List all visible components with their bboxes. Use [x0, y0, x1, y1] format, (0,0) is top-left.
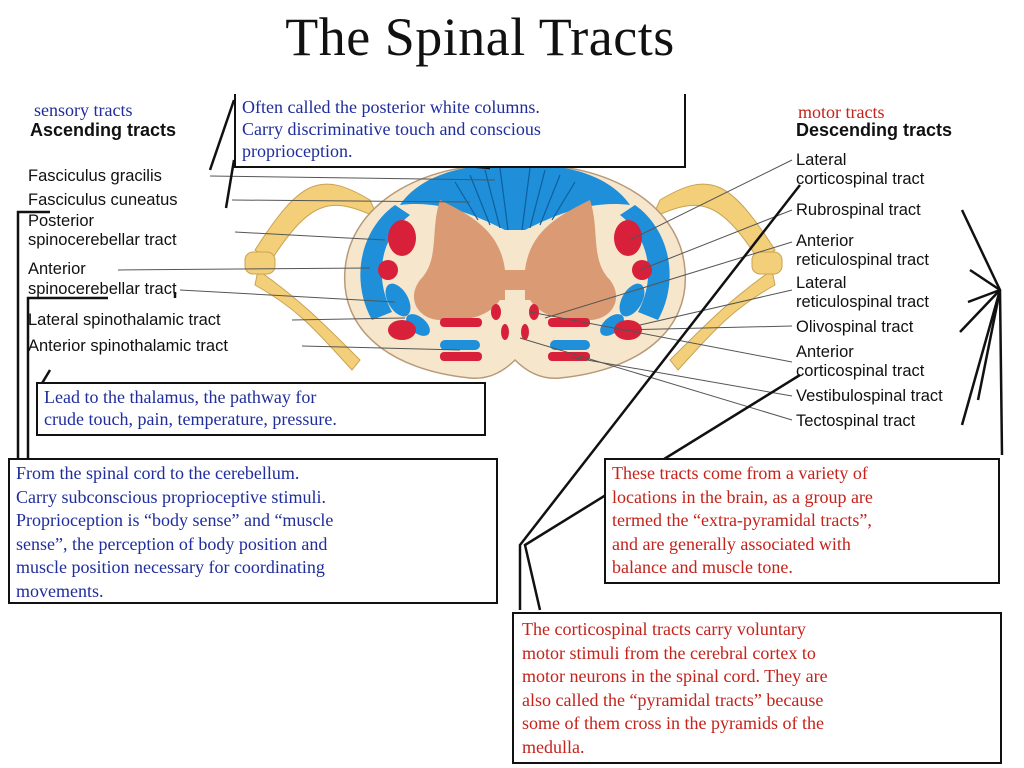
lateral-blue-tracts: [360, 205, 670, 350]
label-lateral-2: Lateral: [796, 274, 847, 292]
ascending-tracts-heading: Ascending tracts: [30, 120, 177, 140]
label-anterior-spinothalamic: Anterior spinothalamic tract: [28, 337, 228, 355]
note-corticospinal-line-6: medulla.: [522, 736, 585, 757]
label-fasciculus-gracilis: Fasciculus gracilis: [28, 167, 162, 185]
descending-tracts-heading: Descending tracts: [796, 120, 953, 140]
note-cerebellum-line-4: sense”, the perception of body position …: [16, 533, 328, 554]
gray-matter: [413, 200, 617, 321]
note-thalamus-line-1: Lead to the thalamus, the pathway for: [44, 387, 317, 407]
label-anterior-2: Anterior: [796, 343, 854, 361]
label-tectospinal: Tectospinal tract: [796, 412, 916, 430]
label-olivospinal: Olivospinal tract: [796, 318, 914, 336]
label-posterior-spinocerebellar: spinocerebellar tract: [28, 231, 177, 249]
note-extrapyramidal: These tracts come from a variety of loca…: [604, 458, 1000, 584]
note-corticospinal-line-2: motor stimuli from the cerebral cortex t…: [522, 642, 816, 663]
label-fasciculus-cuneatus: Fasciculus cuneatus: [28, 191, 178, 209]
note-corticospinal-line-4: also called the “pyramidal tracts” becau…: [522, 689, 824, 710]
label-anterior-1: Anterior: [796, 232, 854, 250]
note-posterior-line-1: Often called the posterior white columns…: [242, 97, 540, 117]
note-corticospinal: The corticospinal tracts carry voluntary…: [512, 612, 1002, 764]
right-leader-lines: [519, 159, 793, 421]
note-cerebellum-line-1: From the spinal cord to the cerebellum.: [16, 463, 300, 483]
label-anterior-reticulospinal: reticulospinal tract: [796, 251, 929, 269]
note-extrapyramidal-line-1: These tracts come from a variety of: [612, 463, 868, 483]
label-anterior-spinocerebellar: spinocerebellar tract: [28, 280, 177, 298]
note-cerebellum-line-6: movements.: [16, 580, 104, 601]
label-posterior: Posterior: [28, 212, 95, 230]
note-thalamus-line-2: crude touch, pain, temperature, pressure…: [44, 409, 337, 429]
note-cerebellum-line-5: muscle position necessary for coordinati…: [16, 557, 325, 577]
page-title: The Spinal Tracts: [285, 7, 675, 67]
note-cerebellum: From the spinal cord to the cerebellum. …: [8, 458, 498, 604]
note-extrapyramidal-line-5: balance and muscle tone.: [612, 557, 793, 577]
label-anterior: Anterior: [28, 260, 86, 278]
label-lateral-corticospinal: corticospinal tract: [796, 170, 925, 188]
note-posterior-line-2: Carry discriminative touch and conscious: [242, 119, 541, 139]
column-lines: [454, 167, 576, 231]
label-lateral-spinothalamic: Lateral spinothalamic tract: [28, 311, 221, 329]
note-corticospinal-line-5: some of them cross in the pyramids of th…: [522, 713, 824, 733]
note-posterior-line-3: proprioception.: [242, 141, 353, 161]
posterior-white-columns: [400, 165, 630, 230]
motor-tracts-label: motor tracts: [798, 102, 885, 122]
callout-connectors: [16, 99, 1004, 611]
note-thalamus: Lead to the thalamus, the pathway for cr…: [36, 382, 486, 436]
note-cerebellum-line-3: Proprioception is “body sense” and “musc…: [16, 510, 334, 530]
note-extrapyramidal-line-4: and are generally associated with: [612, 533, 851, 554]
label-lateral-1: Lateral: [796, 151, 847, 169]
note-corticospinal-line-1: The corticospinal tracts carry voluntary: [522, 619, 806, 639]
label-lateral-reticulospinal: reticulospinal tract: [796, 293, 929, 311]
note-corticospinal-line-3: motor neurons in the spinal cord. They a…: [522, 666, 828, 686]
note-posterior-columns: Often called the posterior white columns…: [234, 94, 686, 168]
label-vestibulospinal: Vestibulospinal tract: [796, 387, 943, 405]
note-cerebellum-line-2: Carry subconscious proprioceptive stimul…: [16, 486, 326, 507]
label-rubrospinal: Rubrospinal tract: [796, 201, 921, 219]
sensory-tracts-label: sensory tracts: [34, 100, 133, 120]
left-leader-lines: [117, 175, 496, 351]
note-extrapyramidal-line-3: termed the “extra-pyramidal tracts”,: [612, 510, 872, 530]
red-tracts: [378, 220, 652, 361]
note-extrapyramidal-line-2: locations in the brain, as a group are: [612, 486, 873, 507]
label-anterior-corticospinal: corticospinal tract: [796, 362, 925, 380]
